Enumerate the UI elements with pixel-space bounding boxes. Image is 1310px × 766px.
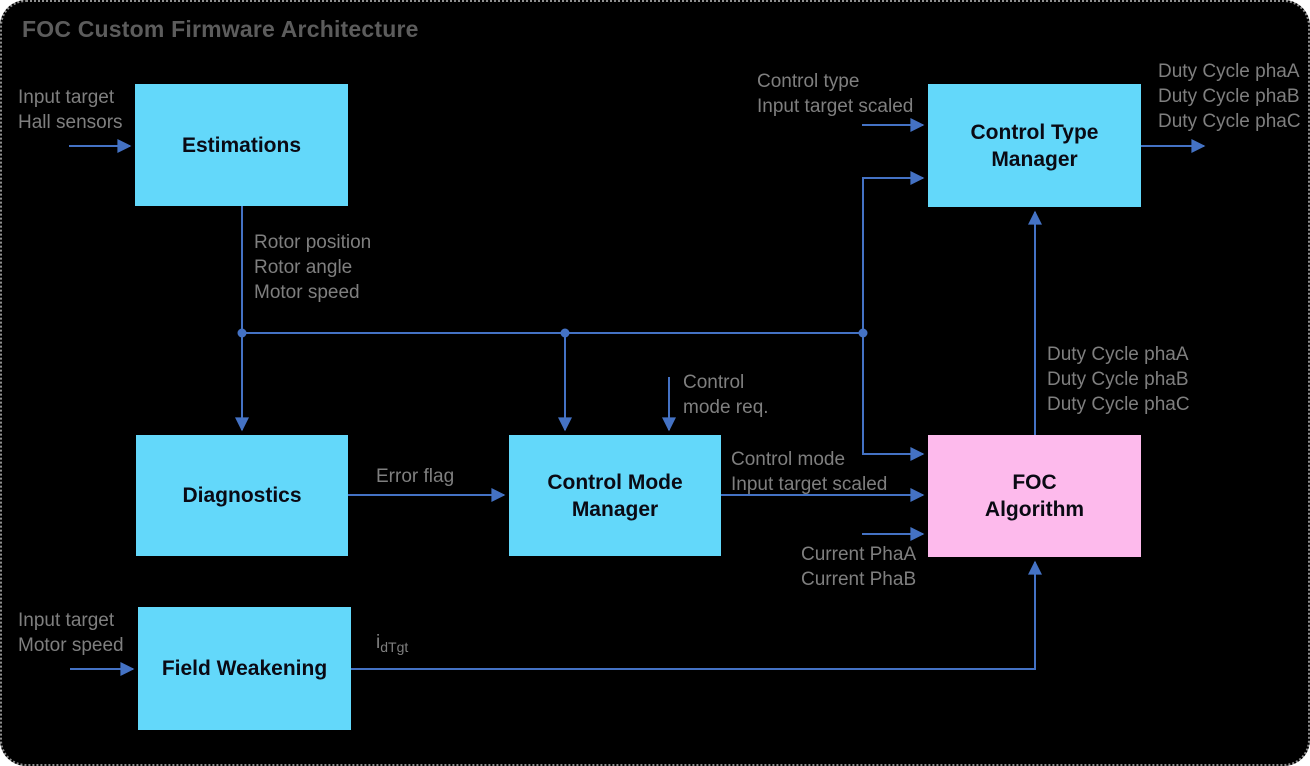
junction-dot	[858, 328, 868, 338]
label-line: Duty Cycle phaC	[1158, 111, 1301, 132]
label-line: Rotor position	[254, 232, 372, 253]
label-fw-inputs: Input target Motor speed	[18, 608, 124, 658]
label-line: Current PhaB	[801, 569, 917, 590]
label-line: Current PhaA	[801, 544, 917, 565]
connector-field-weakening-to-foc	[351, 560, 1042, 670]
block-field-weakening: Field Weakening	[138, 607, 351, 730]
label-line: Control	[683, 372, 745, 393]
label-idtgt-subscript: dTgt	[380, 639, 409, 655]
label-line: Input target	[18, 87, 115, 108]
block-diagnostics: Diagnostics	[136, 435, 348, 556]
label-line: Input target	[18, 610, 115, 631]
diagram-title: FOC Custom Firmware Architecture	[22, 16, 419, 42]
block-label-line: FOC	[1012, 471, 1057, 494]
label-line: Input target scaled	[757, 96, 914, 117]
label-line: Error flag	[376, 466, 455, 487]
label-estimations-outputs: Rotor position Rotor angle Motor speed	[254, 230, 371, 305]
label-line: mode req.	[683, 397, 769, 418]
label-line: Input target scaled	[731, 474, 888, 495]
block-label-line: Manager	[571, 497, 659, 521]
block-diagnostics-label: Diagnostics	[182, 484, 302, 507]
label-line: Control type	[757, 71, 860, 92]
block-control-mode-manager-label: Control Mode Manager	[547, 469, 682, 523]
label-idtgt: idTgt	[376, 630, 408, 656]
block-label-line: Control Type	[970, 120, 1099, 144]
junction-dot	[560, 328, 570, 338]
block-foc-algorithm: FOC Algorithm	[928, 435, 1141, 557]
label-estimations-inputs: Input target Hall sensors	[18, 85, 123, 135]
label-control-mode-req: Control mode req.	[683, 370, 769, 420]
label-line: Control mode	[731, 449, 846, 470]
label-line: Duty Cycle phaA	[1047, 344, 1189, 365]
label-ctm-inputs: Control type Input target scaled	[757, 69, 913, 119]
block-label-line: Control Mode	[547, 470, 683, 494]
label-foc-duty-outputs: Duty Cycle phaA Duty Cycle phaB Duty Cyc…	[1047, 342, 1190, 417]
label-line: Duty Cycle phaB	[1158, 86, 1300, 107]
junction-dot	[237, 328, 247, 338]
block-control-type-manager-label: Control Type Manager	[971, 119, 1099, 173]
block-estimations-label: Estimations	[181, 133, 302, 157]
label-line: Duty Cycle phaC	[1047, 394, 1190, 415]
label-cmm-outputs: Control mode Input target scaled	[731, 447, 887, 497]
label-ctm-outputs: Duty Cycle phaA Duty Cycle phaB Duty Cyc…	[1158, 59, 1301, 134]
label-line: Motor speed	[18, 635, 124, 656]
block-foc-algorithm-label: FOC Algorithm	[985, 469, 1084, 523]
label-line: Duty Cycle phaB	[1047, 369, 1189, 390]
block-control-mode-manager: Control Mode Manager	[509, 435, 721, 556]
block-control-type-manager: Control Type Manager	[928, 84, 1141, 207]
block-field-weakening-label: Field Weakening	[161, 657, 328, 680]
connector-bus-to-foc-algorithm	[862, 333, 925, 461]
label-current-inputs: Current PhaA Current PhaB	[801, 542, 916, 592]
block-label-line: Manager	[991, 147, 1078, 171]
label-error-flag: Error flag	[376, 464, 454, 489]
label-line: Motor speed	[254, 282, 360, 303]
label-line: Hall sensors	[18, 112, 123, 133]
label-idtgt-main: i	[376, 632, 381, 653]
label-line: Rotor angle	[254, 257, 353, 278]
block-label-line: Algorithm	[984, 498, 1085, 521]
connector-bus-to-control-type-manager	[862, 171, 925, 333]
label-line: Duty Cycle phaA	[1158, 61, 1300, 82]
block-estimations: Estimations	[135, 84, 348, 206]
